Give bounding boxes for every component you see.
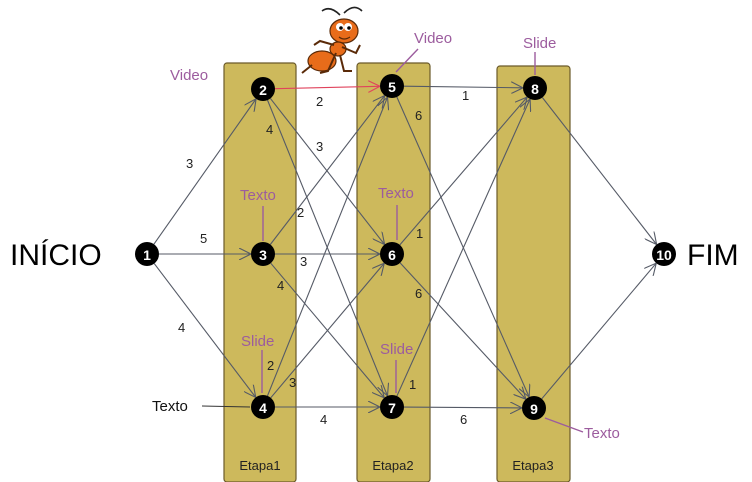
media-label-node-4: Slide [241, 333, 274, 350]
node-2: 2 [251, 77, 275, 101]
edge-weight-3-5: 2 [297, 205, 304, 220]
edge-weight-5-9: 6 [415, 108, 422, 123]
node-9-label: 9 [530, 401, 538, 417]
node-6-label: 6 [388, 247, 396, 263]
node-4: 4 [251, 395, 275, 419]
edge-weight-2-5: 2 [316, 94, 323, 109]
end-label: FIM [687, 239, 739, 272]
node-2-circle [251, 77, 275, 101]
column-label-etapa1: Etapa1 [239, 458, 280, 473]
media-connector-node-5 [395, 48, 419, 73]
media-label-node-3: Texto [240, 187, 276, 204]
node-9-circle [522, 396, 546, 420]
node-3-label: 3 [259, 247, 267, 263]
column-etapa3 [496, 65, 571, 482]
edge-4-to-5 [266, 98, 387, 397]
node-7-label: 7 [388, 400, 396, 416]
edge-3-to-5 [269, 96, 384, 245]
start-label: INÍCIO [10, 239, 102, 272]
plain-connector-node-4 [201, 405, 251, 408]
edge-weight-4-7: 4 [320, 412, 327, 427]
edge-weight-4-6: 3 [289, 375, 296, 390]
media-label-node-7: Slide [380, 341, 413, 358]
edge-7-to-8 [396, 100, 530, 397]
edge-1-to-2 [153, 100, 256, 245]
plain-label-node-4: Texto [152, 398, 188, 415]
node-10: 10 [652, 242, 676, 266]
edge-5-to-9 [396, 96, 529, 396]
node-1-circle [135, 242, 159, 266]
edge-weight-2-6: 3 [316, 139, 323, 154]
node-3: 3 [251, 242, 275, 266]
edge-weight-7-9: 6 [460, 412, 467, 427]
edge-weight-1-2: 3 [186, 156, 193, 171]
edge-weight-7-8: 1 [409, 377, 416, 392]
node-8: 8 [523, 76, 547, 100]
node-7-circle [380, 395, 404, 419]
edge-weight-4-5: 2 [267, 358, 274, 373]
media-label-node-6: Texto [378, 185, 414, 202]
media-label-node-5: Video [414, 30, 452, 47]
column-label-etapa3: Etapa3 [512, 458, 553, 473]
edge-weight-6-9: 6 [415, 286, 422, 301]
edge-1-to-4 [153, 263, 255, 397]
node-9: 9 [522, 396, 546, 420]
node-5: 5 [380, 74, 404, 98]
edge-weight-1-4: 4 [178, 320, 185, 335]
media-connector-node-9 [544, 417, 584, 433]
ant-mascot-icon [301, 6, 363, 74]
edge-8-to-10 [541, 97, 656, 243]
node-6: 6 [380, 242, 404, 266]
node-1: 1 [135, 242, 159, 266]
node-7: 7 [380, 395, 404, 419]
edge-weight-3-7: 4 [277, 278, 284, 293]
media-label-node-8: Slide [523, 35, 556, 52]
edge-6-to-9 [399, 262, 525, 399]
edge-9-to-10 [541, 264, 656, 400]
edge-weight-3-6: 3 [300, 254, 307, 269]
column-etapa2 [356, 62, 431, 482]
edge-4-to-6 [270, 264, 384, 399]
column-etapa1 [223, 62, 297, 482]
node-5-circle [380, 74, 404, 98]
node-6-circle [380, 242, 404, 266]
edge-weight-6-8: 1 [416, 226, 423, 241]
media-label-node-2: Video [170, 67, 208, 84]
node-5-label: 5 [388, 79, 396, 95]
edge-weight-1-3: 5 [200, 231, 207, 246]
node-2-label: 2 [259, 82, 267, 98]
node-10-label: 10 [656, 247, 672, 263]
node-4-circle [251, 395, 275, 419]
node-8-label: 8 [531, 81, 539, 97]
edge-6-to-8 [399, 98, 527, 246]
node-3-circle [251, 242, 275, 266]
edge-7-to-9 [403, 407, 521, 408]
node-4-label: 4 [259, 400, 267, 416]
edge-weight-2-7: 4 [266, 122, 273, 137]
node-1-label: 1 [143, 247, 151, 263]
node-8-circle [523, 76, 547, 100]
column-label-etapa2: Etapa2 [372, 458, 413, 473]
media-label-node-9: Texto [584, 425, 620, 442]
edge-5-to-8 [403, 86, 522, 88]
edge-weight-5-8: 1 [462, 88, 469, 103]
edge-2-to-5 [274, 86, 379, 88]
node-10-circle [652, 242, 676, 266]
